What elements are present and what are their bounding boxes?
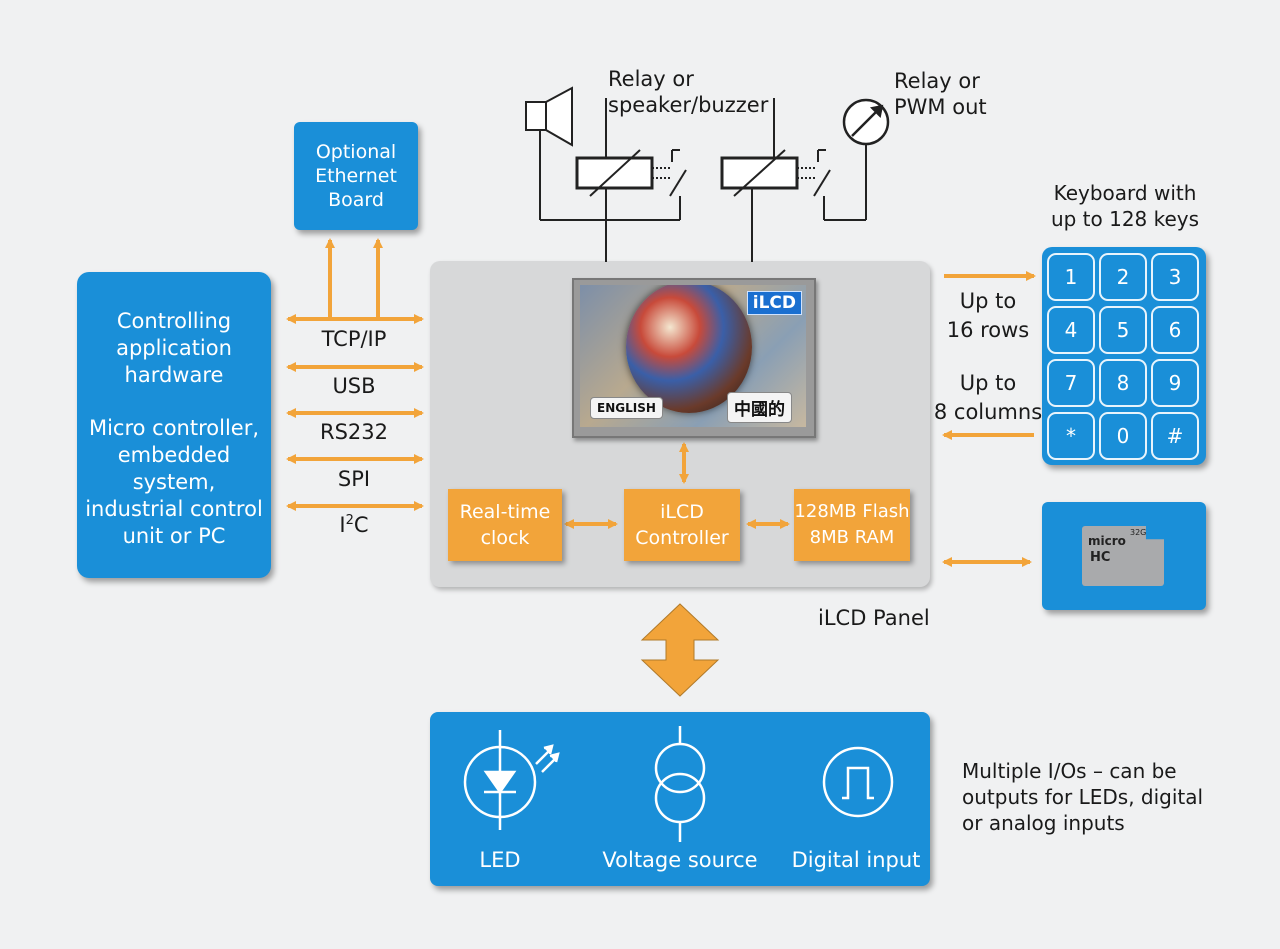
bus-label-i2c: I2C — [294, 513, 414, 537]
io-label-digital: Digital input — [791, 848, 921, 872]
relay-speaker-label: Relay or speaker/buzzer — [608, 67, 769, 117]
bus-label-tcpip: TCP/IP — [321, 327, 387, 351]
key-4[interactable]: 4 — [1047, 306, 1095, 354]
columns-label: Up to 8 columns — [933, 371, 1043, 424]
host-label-bottom: Micro controller, embedded system, indus… — [85, 416, 263, 548]
io-double-arrow — [640, 603, 720, 697]
io-description: Multiple I/Os – can be outputs for LEDs,… — [962, 759, 1204, 835]
controller-box: iLCD Controller — [624, 489, 740, 561]
lcd-screen: iLCD ENGLISH 中國的 — [580, 285, 806, 427]
sd-type: HC — [1090, 550, 1111, 565]
key-hash[interactable]: # — [1151, 412, 1199, 460]
key-6[interactable]: 6 — [1151, 306, 1199, 354]
memory-box: 128MB Flash 8MB RAM — [794, 489, 910, 561]
relay-circuit — [525, 86, 890, 262]
io-label-voltage: Voltage source — [602, 848, 758, 872]
voltage-source-icon — [654, 726, 706, 842]
key-0[interactable]: 0 — [1099, 412, 1147, 460]
key-9[interactable]: 9 — [1151, 359, 1199, 407]
lcd-frame: iLCD ENGLISH 中國的 — [572, 278, 816, 438]
sd-capacity: 32GB — [1130, 528, 1152, 537]
ilcd-logo: iLCD — [746, 291, 802, 315]
ethernet-board: Optional Ethernet Board — [294, 122, 418, 230]
i2c-sup: 2 — [345, 513, 354, 528]
key-3[interactable]: 3 — [1151, 253, 1199, 301]
rows-label: Up to 16 rows — [946, 289, 1030, 342]
keypad: 1 2 3 4 5 6 7 8 9 * 0 # — [1042, 247, 1206, 465]
keyboard-title: Keyboard with up to 128 keys — [1050, 181, 1200, 231]
bus-label-spi: SPI — [337, 467, 371, 491]
rtc-box: Real-time clock — [448, 489, 562, 561]
io-box: LED Voltage source Digital input — [430, 712, 930, 886]
io-label-led: LED — [479, 848, 521, 872]
bus-label-rs232: RS232 — [319, 420, 388, 444]
key-2[interactable]: 2 — [1099, 253, 1147, 301]
key-5[interactable]: 5 — [1099, 306, 1147, 354]
key-star[interactable]: * — [1047, 412, 1095, 460]
i2c-end: C — [353, 513, 369, 537]
key-8[interactable]: 8 — [1099, 359, 1147, 407]
sd-card-box: micro 32GB HC — [1042, 502, 1206, 610]
chinese-button[interactable]: 中國的 — [727, 392, 792, 423]
bus-arrows — [286, 238, 1036, 567]
key-1[interactable]: 1 — [1047, 253, 1095, 301]
key-7[interactable]: 7 — [1047, 359, 1095, 407]
io-icons — [463, 726, 894, 842]
digital-input-icon — [822, 746, 894, 818]
host-label-top: Controlling application hardware — [116, 309, 232, 387]
i2c-main: I — [339, 513, 346, 537]
microsd-card-icon: micro 32GB HC — [1082, 526, 1164, 586]
globe-image — [626, 285, 752, 413]
ilcd-panel-label: iLCD Panel — [818, 606, 930, 630]
led-icon — [463, 730, 560, 830]
bus-label-usb: USB — [332, 374, 376, 398]
relay-pwm-label: Relay or PWM out — [894, 69, 987, 119]
host-hardware-box: Controlling application hardware Micro c… — [77, 272, 271, 578]
sd-brand: micro — [1088, 534, 1126, 548]
english-button[interactable]: ENGLISH — [590, 397, 663, 419]
